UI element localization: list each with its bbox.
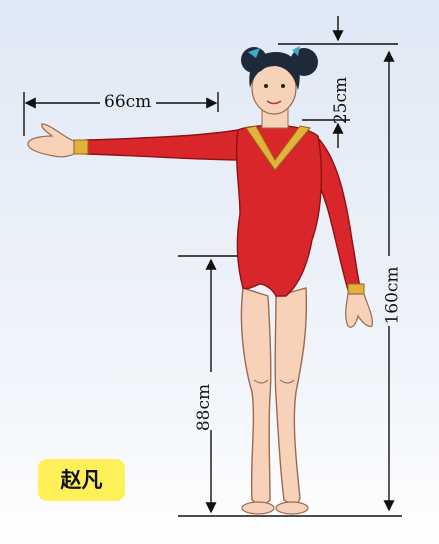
right-eye: [281, 84, 285, 88]
left-cuff: [74, 140, 88, 154]
head-height-label: 25cm: [333, 77, 350, 124]
right-cuff: [348, 284, 364, 294]
total-height-label: 160cm: [385, 266, 402, 324]
left-foot: [242, 502, 274, 514]
name-badge: 赵凡: [38, 459, 125, 501]
left-eye: [264, 84, 268, 88]
arm-span-label: 66cm: [104, 94, 151, 111]
right-foot: [276, 502, 308, 514]
leg-length-label: 88cm: [196, 384, 213, 431]
